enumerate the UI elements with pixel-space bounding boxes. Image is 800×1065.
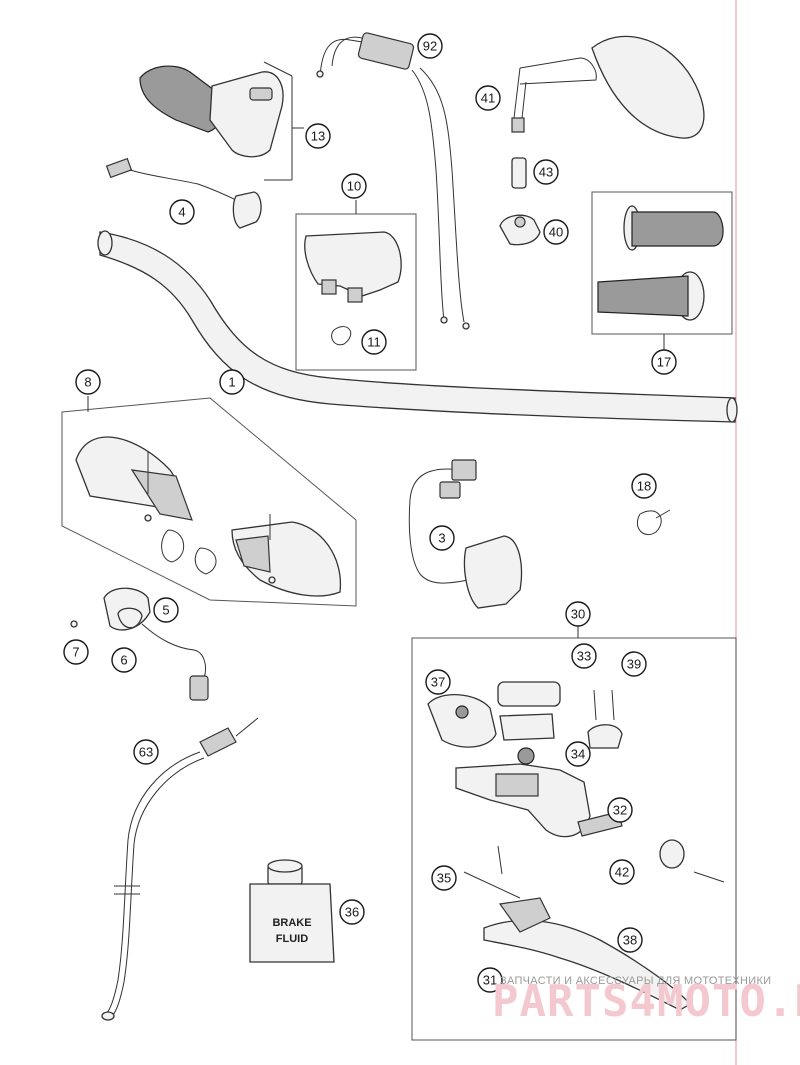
mirror	[511, 35, 705, 139]
callout-37: 37	[425, 669, 451, 695]
callout-3: 3	[429, 525, 455, 551]
callout-31: 31	[477, 967, 503, 993]
brake-fluid-line2: FLUID	[276, 933, 308, 945]
svg-text:32: 32	[613, 803, 627, 818]
handguards	[61, 396, 357, 607]
callout-43: 43	[533, 159, 559, 185]
callout-6: 6	[111, 647, 137, 673]
grips-set	[591, 191, 733, 352]
svg-text:8: 8	[84, 375, 91, 390]
svg-text:10: 10	[347, 179, 361, 194]
mirror-adapter	[511, 157, 527, 189]
callout-38: 38	[617, 927, 643, 953]
clutch-cable	[101, 717, 259, 1021]
throttle-grip	[139, 61, 304, 181]
callout-10: 10	[341, 173, 367, 199]
callout-42: 42	[609, 859, 635, 885]
svg-text:63: 63	[139, 745, 153, 760]
callout-4: 4	[169, 199, 195, 225]
callout-7: 7	[63, 639, 89, 665]
svg-text:38: 38	[623, 933, 637, 948]
callout-40: 40	[543, 219, 569, 245]
callout-11: 11	[361, 329, 387, 355]
svg-text:4: 4	[178, 205, 185, 220]
svg-text:92: 92	[423, 39, 437, 54]
callout-17: 17	[651, 349, 677, 375]
svg-text:41: 41	[481, 91, 495, 106]
svg-text:37: 37	[431, 675, 445, 690]
svg-text:43: 43	[539, 165, 553, 180]
svg-text:42: 42	[615, 865, 629, 880]
svg-text:17: 17	[657, 355, 671, 370]
callout-92: 92	[417, 33, 443, 59]
callout-1: 1	[219, 369, 245, 395]
callout-36: 36	[339, 899, 365, 925]
svg-text:7: 7	[72, 645, 79, 660]
svg-text:6: 6	[120, 653, 127, 668]
svg-text:11: 11	[367, 335, 381, 350]
cable-tie	[636, 509, 671, 536]
callout-13: 13	[305, 123, 331, 149]
svg-text:40: 40	[549, 225, 563, 240]
callout-30: 30	[565, 601, 591, 627]
switch-right	[408, 459, 523, 609]
watermark-tagline: ЗАПЧАСТИ И АКСЕССУАРЫ ДЛЯ МОТОТЕХНИКИ	[500, 975, 771, 987]
callout-33: 33	[571, 643, 597, 669]
svg-text:30: 30	[571, 607, 585, 622]
callout-32: 32	[607, 797, 633, 823]
clamp-switch	[70, 587, 209, 701]
cover-box	[295, 200, 417, 371]
callout-5: 5	[153, 597, 179, 623]
handlebar	[97, 230, 738, 423]
svg-text:5: 5	[162, 603, 169, 618]
watermark-brand: PARTS4MOTO.RU	[492, 976, 800, 1027]
svg-text:13: 13	[311, 129, 325, 144]
callout-41: 41	[475, 85, 501, 111]
svg-text:33: 33	[577, 649, 591, 664]
callout-8: 8	[75, 369, 101, 395]
mirror-clamp	[499, 214, 541, 246]
callout-35: 35	[431, 865, 457, 891]
svg-text:36: 36	[345, 905, 359, 920]
throttle-cables	[316, 32, 470, 330]
svg-text:3: 3	[438, 531, 445, 546]
brake-fluid-line1: BRAKE	[272, 917, 311, 929]
callout-34: 34	[565, 741, 591, 767]
callout-39: 39	[621, 651, 647, 677]
svg-text:1: 1	[228, 375, 235, 390]
switch-left	[105, 157, 262, 229]
svg-text:31: 31	[483, 973, 497, 988]
svg-text:18: 18	[637, 479, 651, 494]
svg-text:35: 35	[437, 871, 451, 886]
svg-text:39: 39	[627, 657, 641, 672]
callout-63: 63	[133, 739, 159, 765]
master-cylinder-group	[411, 626, 737, 1041]
brake-fluid-can: BRAKE FLUID	[249, 859, 335, 963]
svg-text:34: 34	[571, 747, 585, 762]
callout-18: 18	[631, 473, 657, 499]
